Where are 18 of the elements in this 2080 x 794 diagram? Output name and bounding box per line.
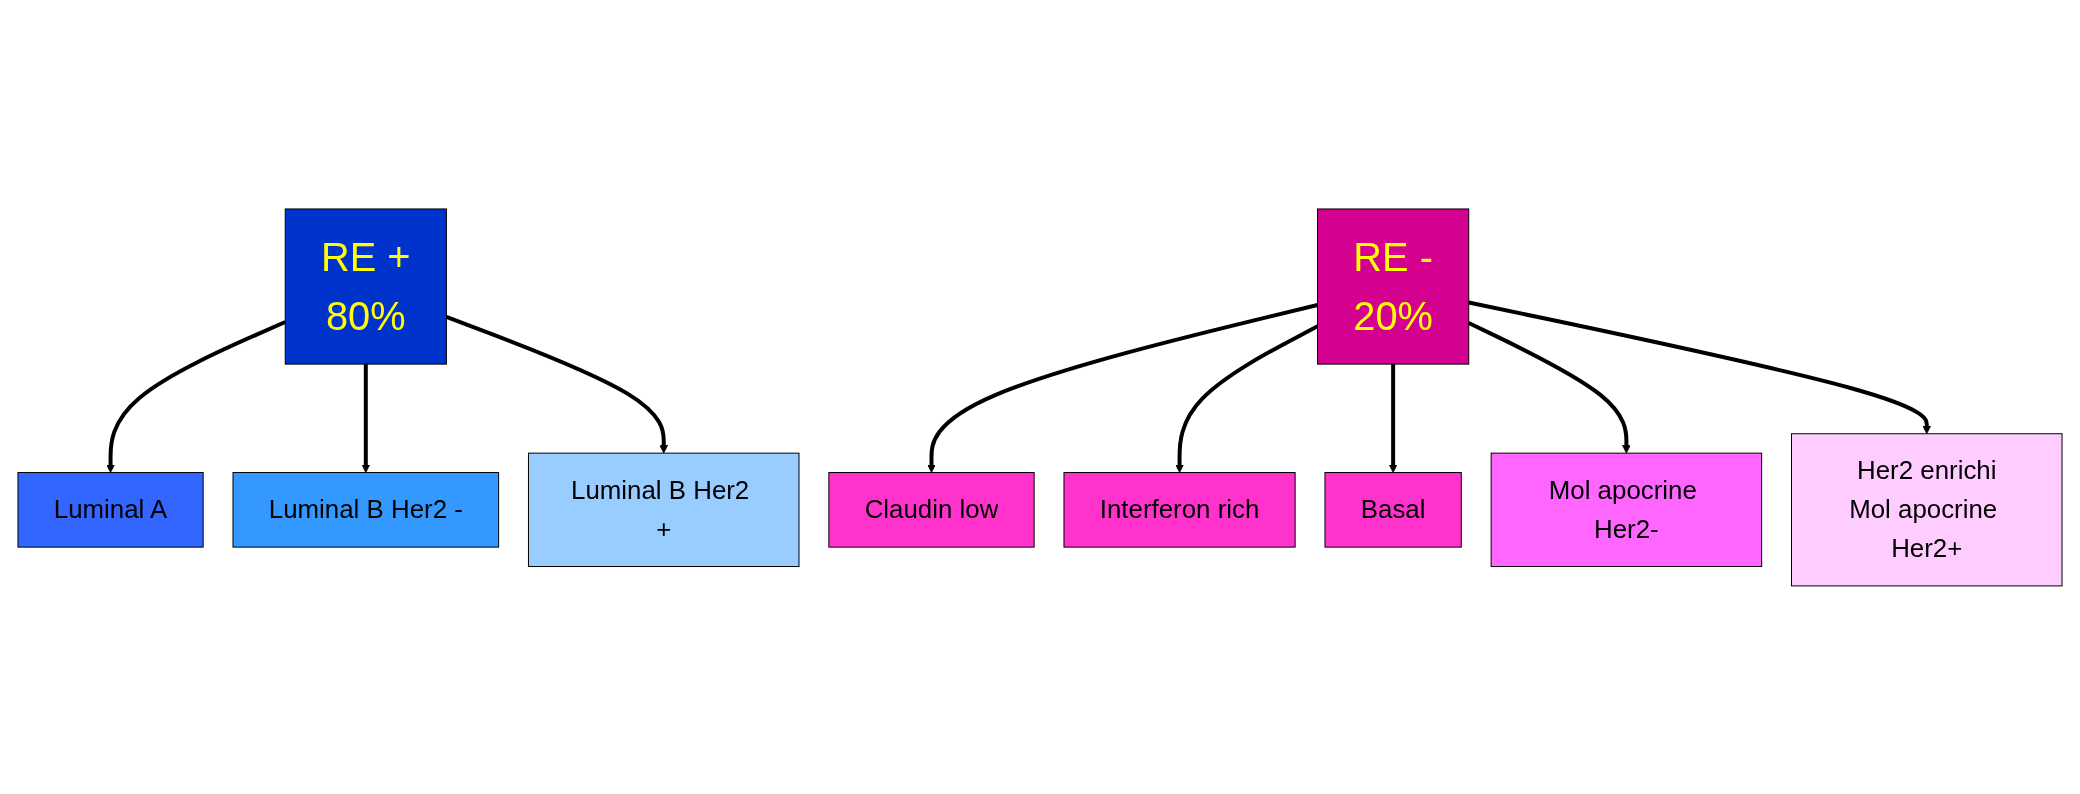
arrow (106, 319, 287, 473)
node-box: Interferon rich (1063, 471, 1296, 548)
node-box: Luminal B Her2 - (232, 471, 500, 548)
arrow (1468, 300, 1932, 434)
arrow (927, 302, 1318, 473)
node-box: Her2 enrichi Mol apocrine Her2+ (1791, 432, 2063, 586)
arrow (1175, 324, 1319, 473)
arrow (361, 363, 371, 473)
arrow (1467, 320, 1631, 454)
arrow (445, 314, 669, 454)
arrow (1388, 363, 1398, 473)
node-box: Mol apocrine Her2- (1490, 452, 1763, 567)
node-box: Luminal A (17, 471, 204, 548)
node-box: Basal (1324, 471, 1462, 548)
node-box: Claudin low (828, 471, 1035, 548)
node-box: Luminal B Her2 + (527, 452, 800, 567)
node-box: RE + 80% (284, 208, 447, 365)
node-box: RE - 20% (1317, 208, 1470, 365)
